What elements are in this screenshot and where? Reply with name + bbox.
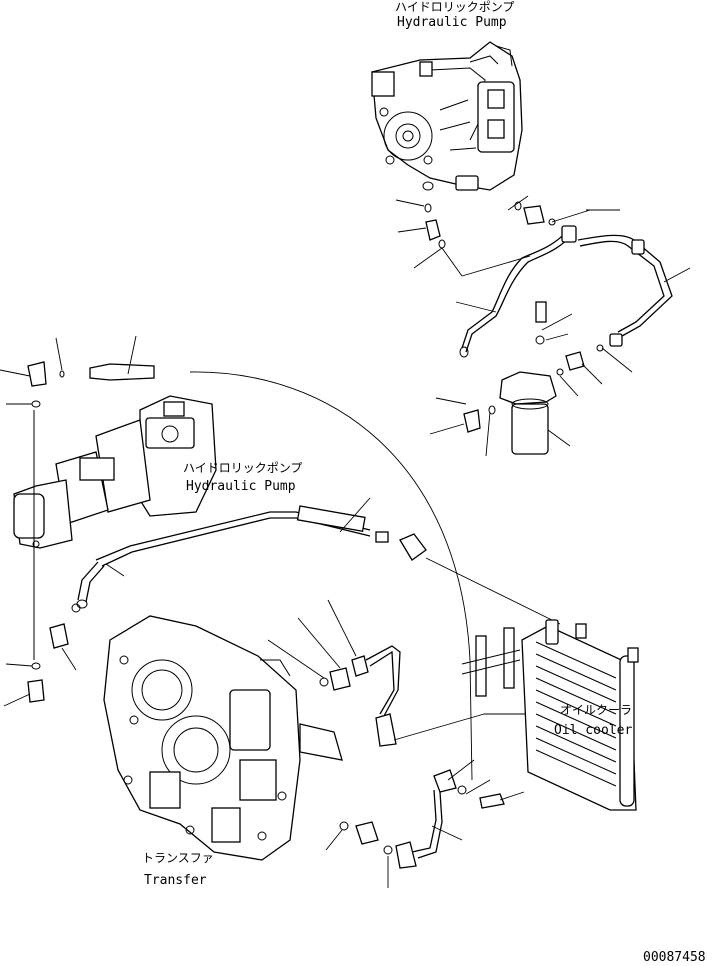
drawing-number: 00087458 [643,950,706,965]
cooler-en-label: Oil cooler [554,723,632,738]
top-pump-en-label: Hydraulic Pump [397,15,507,30]
filter-leader-lines [429,209,691,457]
oil-cooler [521,619,639,811]
transfer-leader-lines [267,599,525,888]
upper-hoses [459,225,673,358]
left-pump-en-label: Hydraulic Pump [186,479,296,494]
transfer-jp-label: トランスファ [142,851,214,865]
top-leader-lines [395,195,591,277]
cooler-jp-label: オイルクーラ [560,703,632,717]
top-pump-jp-label: ハイドロリックポンプ [395,0,514,14]
left-hydraulic-pump [13,395,217,549]
top-pump-fittings [424,201,556,249]
top-hydraulic-pump [371,41,523,191]
oil-filter [463,301,585,455]
left-fittings [27,361,155,703]
arc-leader [189,371,473,781]
transfer-case [103,615,343,861]
left-leader-lines [0,335,137,707]
transfer-fittings [319,645,540,869]
left-pump-jp-label: ハイドロリックポンプ [183,461,302,475]
clamp-bracket [461,627,521,697]
left-pump-hoses [76,497,561,625]
transfer-en-label: Transfer [144,873,207,888]
